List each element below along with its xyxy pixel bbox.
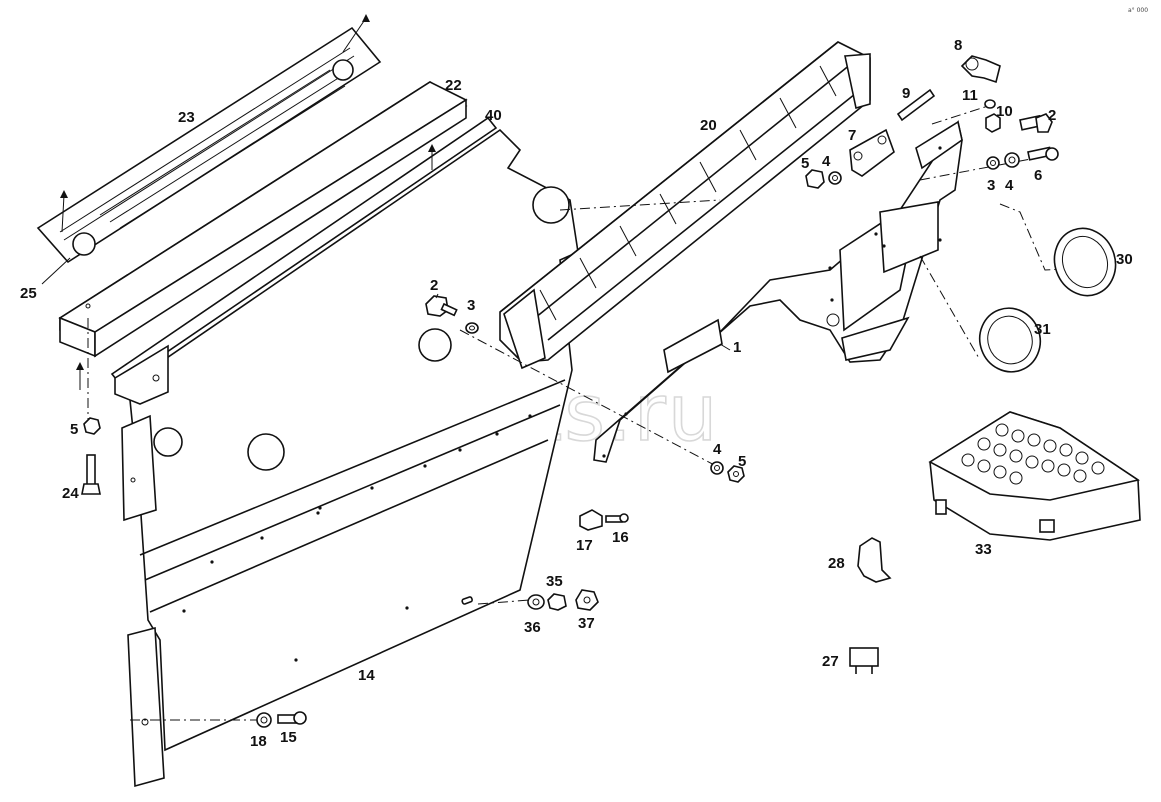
callout-15: 15 bbox=[280, 729, 297, 746]
part-4-washer-lower bbox=[710, 461, 724, 475]
part-37-nut bbox=[575, 589, 599, 611]
callout-4: 4 bbox=[713, 441, 722, 458]
callout-40: 40 bbox=[485, 107, 502, 124]
callout-25: 25 bbox=[20, 285, 37, 302]
callout-35: 35 bbox=[546, 573, 563, 590]
part-2-bolt-left bbox=[425, 295, 458, 317]
callout-3: 3 bbox=[987, 177, 995, 194]
callout-8: 8 bbox=[954, 37, 962, 54]
part-3-washer-left bbox=[465, 322, 479, 334]
callout-24: 24 bbox=[62, 485, 79, 502]
callout-14: 14 bbox=[358, 667, 375, 684]
part-8-clamp bbox=[960, 55, 1001, 84]
part-28-relay bbox=[857, 537, 892, 583]
part-15-screw bbox=[277, 711, 307, 725]
callout-9: 9 bbox=[902, 85, 910, 102]
part-5-nut-lower bbox=[727, 465, 745, 483]
callout-31: 31 bbox=[1034, 321, 1051, 338]
part-2-bolt-right bbox=[1019, 113, 1053, 133]
part-14-side-panel bbox=[118, 128, 579, 752]
part-22-cover-bar bbox=[58, 81, 468, 358]
callout-33: 33 bbox=[975, 541, 992, 558]
corner-mark: a° 000 bbox=[1128, 7, 1148, 14]
callout-7: 7 bbox=[848, 127, 856, 144]
callout-20: 20 bbox=[700, 117, 717, 134]
part-24-bolt bbox=[81, 454, 101, 495]
callout-4: 4 bbox=[822, 153, 831, 170]
panel-corner-bracket bbox=[114, 344, 169, 405]
part-35-nut bbox=[547, 593, 567, 611]
panel-left-upper-strip bbox=[121, 414, 157, 522]
part-31-grommet bbox=[978, 307, 1042, 373]
part-16-screw bbox=[605, 513, 629, 523]
part-17-clip bbox=[579, 509, 603, 531]
callout-4: 4 bbox=[1005, 177, 1014, 194]
callout-16: 16 bbox=[612, 529, 629, 546]
callout-1: 1 bbox=[733, 339, 741, 356]
part-6-screw bbox=[1027, 146, 1059, 161]
part-10-screw bbox=[985, 113, 1001, 133]
callout-6: 6 bbox=[1034, 167, 1042, 184]
part-27-fuse bbox=[849, 647, 879, 674]
part-4-washer-upper bbox=[828, 171, 842, 185]
part-3-washer-right bbox=[986, 156, 1000, 170]
callout-5: 5 bbox=[70, 421, 78, 438]
callout-11: 11 bbox=[962, 87, 978, 104]
part-4-washer-right bbox=[1004, 152, 1020, 168]
callout-leader-lines bbox=[41, 257, 731, 351]
part-7-hinge bbox=[849, 128, 895, 177]
callout-5: 5 bbox=[738, 453, 746, 470]
callout-36: 36 bbox=[524, 619, 541, 636]
part-36-washer bbox=[527, 594, 545, 610]
callout-10: 10 bbox=[996, 103, 1013, 120]
callout-5: 5 bbox=[801, 155, 809, 172]
callout-37: 37 bbox=[578, 615, 595, 632]
callout-17: 17 bbox=[576, 537, 593, 554]
callout-18: 18 bbox=[250, 733, 267, 750]
callout-3: 3 bbox=[467, 297, 475, 314]
callout-2: 2 bbox=[1048, 107, 1056, 124]
part-5-nut-left bbox=[83, 417, 101, 435]
part-9-pin bbox=[896, 88, 936, 122]
callout-23: 23 bbox=[178, 109, 195, 126]
part-33-fuse-box bbox=[928, 411, 1141, 541]
callout-2: 2 bbox=[430, 277, 438, 294]
callout-30: 30 bbox=[1116, 251, 1133, 268]
callout-27: 27 bbox=[822, 653, 839, 670]
part-5-nut-upper bbox=[805, 169, 825, 189]
part-11-washer bbox=[984, 99, 996, 109]
callout-28: 28 bbox=[828, 555, 845, 572]
part-18-washer bbox=[256, 712, 272, 728]
callout-22: 22 bbox=[445, 77, 462, 94]
part-23-decal-strip bbox=[36, 14, 382, 264]
part-1-bracket-rail bbox=[593, 119, 963, 463]
part-30-grommet bbox=[1053, 227, 1117, 297]
panel-left-lower-strip bbox=[127, 626, 165, 788]
